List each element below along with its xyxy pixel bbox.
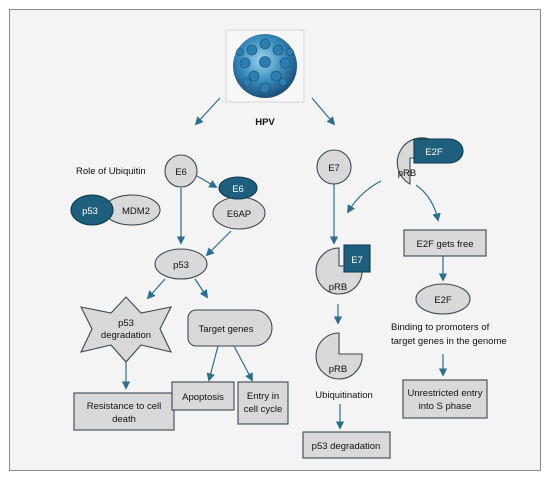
e6-bound-label: E6 <box>232 184 244 195</box>
arrow-hpv-right <box>311 97 336 126</box>
apoptosis-box <box>171 381 235 411</box>
e2f-label: E2F <box>434 295 452 306</box>
prb-mid-label: pRB <box>329 282 347 293</box>
e7-bound-label: E7 <box>351 255 363 266</box>
unrestricted-line2: into S phase <box>419 401 472 412</box>
arrow-target-entry <box>233 345 253 382</box>
arrow-e6ap-p53 <box>205 230 232 257</box>
arrow-prb-e7-complex <box>347 180 382 214</box>
resistance-line2: death <box>112 414 136 425</box>
e2f-free-label: E2F gets free <box>416 239 473 250</box>
p53-degradation-label: p53 degradation <box>312 441 381 452</box>
p53-dark-label: p53 <box>82 206 98 217</box>
prb-top-label: pRB <box>398 168 416 179</box>
prb-low-node <box>315 332 363 380</box>
p53-label: p53 <box>173 260 189 271</box>
e6-node <box>164 154 198 188</box>
arrow-p53-target <box>194 278 208 299</box>
arrow-hpv-left <box>194 97 221 126</box>
ubiquitination-label: Ubiquitination <box>315 390 373 401</box>
e6ap-label: E6AP <box>227 209 251 220</box>
e2f-dark-node <box>413 138 464 164</box>
binding-line1: Binding to promoters of <box>391 322 490 333</box>
resistance-line1: Resistance to cell <box>87 401 161 412</box>
p53-node <box>154 248 208 280</box>
hpv-label: HPV <box>255 117 275 128</box>
degradation-line1: p53 <box>118 318 134 329</box>
e7-label: E7 <box>328 163 340 174</box>
hpv-virus-image <box>225 29 305 103</box>
e6-label: E6 <box>175 167 187 178</box>
entry-cell-cycle-box <box>237 381 289 425</box>
arrow-p53-degradation <box>146 278 166 300</box>
e2f-node <box>415 283 471 315</box>
entry-line1: Entry in <box>247 391 279 402</box>
mdm2-label: MDM2 <box>122 206 150 217</box>
target-genes-label: Target genes <box>199 324 254 335</box>
apoptosis-label: Apoptosis <box>182 392 224 403</box>
arrow-prb-e2f-free <box>415 184 441 222</box>
target-genes-node <box>187 309 273 347</box>
arrow-target-apoptosis <box>206 345 219 382</box>
resistance-box <box>73 392 175 431</box>
e2f-free-box <box>403 229 487 257</box>
unrestricted-line1: Unrestricted entry <box>408 388 483 399</box>
e6-bound-node <box>218 176 258 200</box>
unrestricted-box <box>402 379 488 419</box>
p53-degradation-box <box>302 431 391 459</box>
binding-line2: target genes in the genome <box>391 336 507 347</box>
prb-mid-node <box>315 247 363 295</box>
e7-bound-node <box>343 244 371 273</box>
role-of-ubiquitin-label: Role of Ubiquitin <box>76 166 146 177</box>
entry-line2: cell cycle <box>244 404 283 415</box>
degradation-line2: degradation <box>101 330 151 341</box>
prb-low-label: pRB <box>329 364 347 375</box>
e2f-dark-label: E2F <box>425 147 443 158</box>
p53-dark-node <box>70 194 114 226</box>
arrow-e6-e6ap <box>196 175 218 188</box>
